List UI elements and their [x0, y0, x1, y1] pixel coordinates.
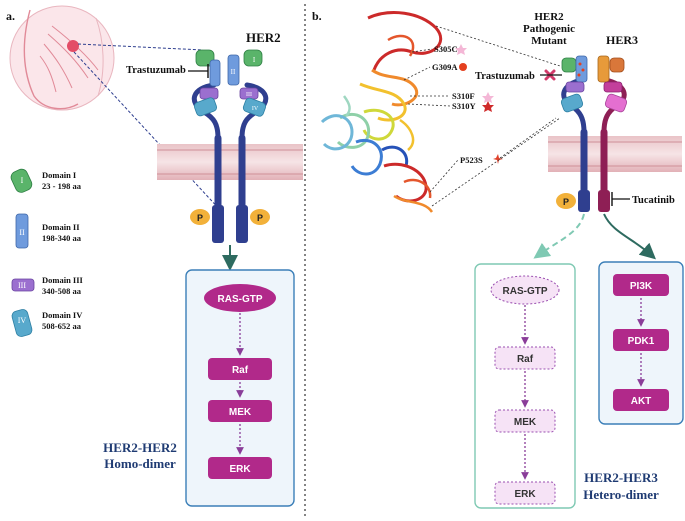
legend-domain-range: 340-508 aa	[42, 286, 82, 296]
her3-title: HER3	[606, 33, 638, 47]
legend-swatch-icon	[15, 213, 29, 249]
cascade-label: Raf	[232, 365, 249, 376]
cascade-label: ERK	[229, 464, 251, 475]
her2-title: HER2	[246, 30, 281, 45]
legend-item-domain-1: I Domain I23 - 198 aa	[10, 168, 82, 193]
phospho-label-left-a: P	[197, 213, 203, 223]
trastuzumab-label-b: Trastuzumab	[475, 71, 535, 82]
panel-a: a. HER2 Trastuzumab	[6, 5, 303, 507]
domain-numeral-I-a: I	[253, 56, 256, 64]
cascade-label: Raf	[517, 354, 534, 365]
legend-numeral: III	[18, 281, 26, 290]
mutation-g309a-label: G309A	[432, 62, 458, 72]
cascade-node-pdk1	[613, 329, 669, 351]
phospho-label-b: P	[563, 197, 569, 207]
cascade-node-erk	[208, 457, 272, 479]
cascade-label: RAS-GTP	[218, 294, 263, 305]
legend-domain-name: Domain II	[42, 222, 80, 232]
mutation-s310f-star-icon	[482, 92, 494, 103]
her2-receptor-right	[227, 49, 269, 243]
mutation-s305c-label: S305C	[434, 44, 458, 54]
phospho-right-a	[250, 209, 270, 225]
tucatinib-label: Tucatinib	[632, 195, 675, 206]
cascade-node-ras-gtp	[204, 284, 276, 312]
legend-swatch-icon	[10, 168, 33, 193]
her2-mutant-title-line2: Pathogenic	[523, 23, 575, 35]
legend-domain-range: 508-652 aa	[42, 321, 82, 331]
trastuzumab-label-a: Trastuzumab	[126, 65, 186, 76]
legend-domain-name: Domain I	[42, 170, 77, 180]
mutation-s305c-star-icon	[455, 44, 467, 55]
legend-numeral: II	[19, 228, 25, 237]
legend-numeral: I	[21, 176, 24, 185]
her2-receptor-left	[191, 49, 224, 243]
caption-a-line2: Homo-dimer	[104, 456, 176, 471]
cascade-label: PDK1	[628, 336, 655, 347]
signal-arrow-pi3k	[603, 213, 656, 260]
legend-numeral: IV	[18, 316, 27, 325]
mutation-pointer-lines	[403, 25, 561, 207]
panel-b-letter: b.	[312, 9, 322, 23]
cell-membrane-a	[157, 144, 303, 180]
signal-arrow-ras-dashed	[533, 213, 585, 259]
cascade-box-b-left	[474, 263, 576, 509]
legend-domain-range: 198-340 aa	[42, 233, 82, 243]
cascade-node-erk	[494, 481, 556, 505]
panel-b: b. S305C G309A S310F S310Y P523S	[312, 9, 684, 509]
legend-domain-name: Domain III	[42, 275, 84, 285]
panel-a-letter: a.	[6, 9, 15, 23]
cascade-label: PI3K	[630, 281, 653, 292]
caption-b-line2: Hetero-dimer	[583, 487, 659, 502]
mutation-p523s-sparkle-icon	[493, 154, 503, 164]
her2-mutant-receptor	[560, 55, 590, 212]
cascade-node-pi3k	[613, 274, 669, 296]
domain-numeral-III-a: III	[246, 92, 252, 98]
cascade-label: MEK	[229, 407, 252, 418]
caption-a-line1: HER2-HER2	[103, 440, 177, 455]
phospho-label-right-a: P	[257, 213, 263, 223]
breast-illustration-icon	[9, 5, 115, 111]
mutation-s310f-label: S310F	[452, 91, 475, 101]
mutation-s310y-star-icon	[482, 101, 494, 112]
legend-swatch-icon	[11, 278, 35, 292]
cascade-node-raf	[494, 346, 556, 370]
legend-domain-name: Domain IV	[42, 310, 83, 320]
her2-mutant-title-line1: HER2	[534, 11, 564, 23]
phospho-b	[556, 193, 576, 209]
legend-swatch-icon	[11, 309, 33, 337]
phospho-left-a	[190, 209, 210, 225]
protein-structure-icon	[320, 11, 443, 213]
cascade-node-raf	[208, 358, 272, 380]
her2-mutant-title-line3: Mutant	[531, 35, 567, 47]
zoom-line-bottom	[73, 51, 223, 213]
cascade-node-ras-gtp	[490, 275, 560, 305]
domain-numeral-IV-a: IV	[252, 106, 259, 112]
cascade-label: RAS-GTP	[503, 286, 548, 297]
legend-domain-range: 23 - 198 aa	[42, 181, 82, 191]
mutation-g309a-circle-icon	[459, 63, 467, 71]
her3-receptor	[597, 55, 628, 212]
cascade-label: ERK	[514, 489, 536, 500]
cascade-label: AKT	[631, 396, 652, 407]
cascade-node-mek	[208, 400, 272, 422]
zoom-line-top	[77, 43, 204, 51]
cascade-label: MEK	[514, 417, 537, 428]
domain-numeral-II-a: II	[231, 68, 236, 76]
cell-membrane-b	[548, 136, 682, 172]
mutation-s310y-label: S310Y	[452, 101, 476, 111]
mutation-p523s-label: P523S	[460, 155, 483, 165]
cascade-node-mek	[494, 409, 556, 433]
cascade-node-akt	[613, 389, 669, 411]
caption-b-line1: HER2-HER3	[584, 470, 658, 485]
